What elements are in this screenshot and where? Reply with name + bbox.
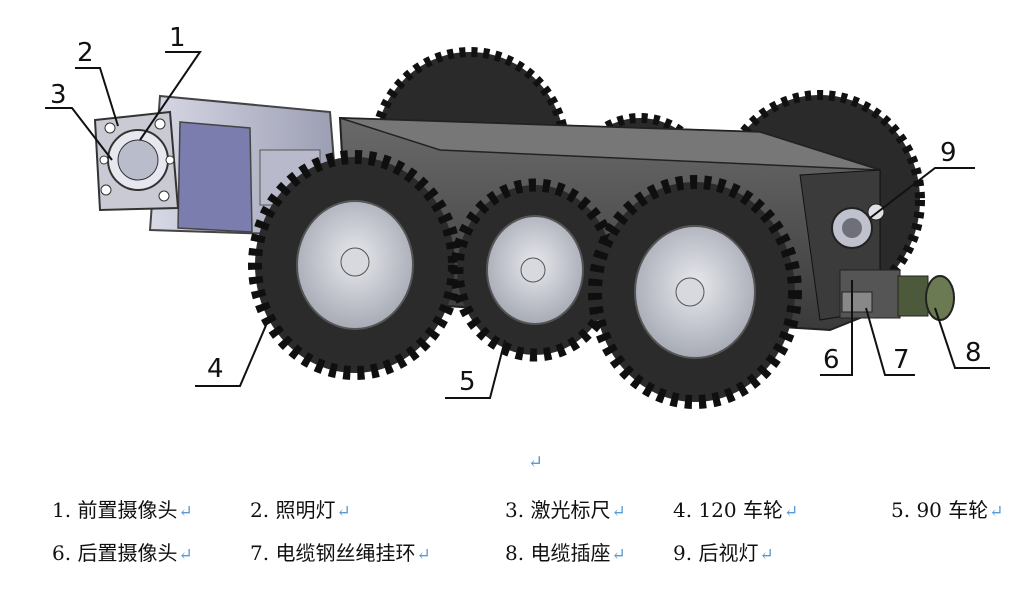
return-mark: ↵ xyxy=(611,502,626,522)
wheel-120-front xyxy=(248,150,462,380)
legend-label: 90 车轮 xyxy=(916,498,989,522)
callout-3: 3 xyxy=(50,80,67,110)
legend-label: 照明灯 xyxy=(275,498,336,522)
legend-item-6: 6. 后置摄像头↵ xyxy=(52,543,193,564)
legend-label: 后视灯 xyxy=(698,541,759,565)
wheel-90-middle xyxy=(450,178,620,362)
callout-2: 2 xyxy=(77,38,94,68)
legend-label: 后置摄像头 xyxy=(77,541,178,565)
leader-lines xyxy=(45,51,990,399)
legend-item-1: 1. 前置摄像头↵ xyxy=(52,500,193,521)
legend-label: 激光标尺 xyxy=(530,498,611,522)
paragraph-mark: ↵ xyxy=(528,452,544,473)
legend-num: 8. xyxy=(505,541,525,565)
legend-num: 3. xyxy=(505,498,525,522)
legend-num: 6. xyxy=(52,541,72,565)
callout-4: 4 xyxy=(207,354,224,384)
rear-camera xyxy=(831,203,885,249)
legend-num: 4. xyxy=(673,498,693,522)
return-mark: ↵ xyxy=(611,545,626,565)
callout-6: 6 xyxy=(823,345,840,375)
callout-7: 7 xyxy=(893,345,910,375)
legend-num: 7. xyxy=(250,541,270,565)
legend-item-7: 7. 电缆钢丝绳挂环↵ xyxy=(250,543,431,564)
cable-socket xyxy=(839,269,955,321)
callout-1: 1 xyxy=(169,23,186,53)
legend-label: 前置摄像头 xyxy=(77,498,178,522)
legend-item-2: 2. 照明灯↵ xyxy=(250,500,351,521)
legend-num: 1. xyxy=(52,498,72,522)
legend-item-5: 5. 90 车轮↵ xyxy=(891,500,1004,521)
legend-item-8: 8. 电缆插座↵ xyxy=(505,543,626,564)
callout-9: 9 xyxy=(940,138,957,168)
legend-num: 2. xyxy=(250,498,270,522)
callout-5: 5 xyxy=(459,367,476,397)
return-mark: ↵ xyxy=(178,545,193,565)
legend-item-9: 9. 后视灯↵ xyxy=(673,543,774,564)
return-mark: ↵ xyxy=(178,502,193,522)
callout-8: 8 xyxy=(965,338,982,368)
legend-item-4: 4. 120 车轮↵ xyxy=(673,500,798,521)
legend-label: 电缆钢丝绳挂环 xyxy=(275,541,416,565)
crawler-robot-diagram xyxy=(45,47,990,409)
legend-item-3: 3. 激光标尺↵ xyxy=(505,500,626,521)
legend-num: 5. xyxy=(891,498,911,522)
return-mark: ↵ xyxy=(989,502,1004,522)
legend-num: 9. xyxy=(673,541,693,565)
return-mark: ↵ xyxy=(783,502,799,522)
return-mark: ↵ xyxy=(336,502,351,522)
return-mark: ↵ xyxy=(416,545,431,565)
front-camera-plate xyxy=(93,110,180,212)
wheel-120-rear xyxy=(588,175,802,409)
return-mark: ↵ xyxy=(759,545,774,565)
legend-label: 120 车轮 xyxy=(698,498,783,522)
legend-label: 电缆插座 xyxy=(530,541,611,565)
